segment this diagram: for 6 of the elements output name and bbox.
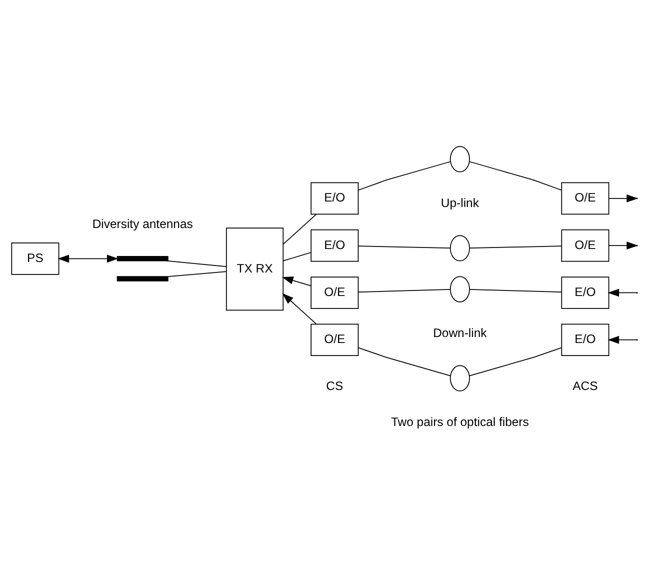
label: Down-link <box>433 326 487 340</box>
label: ACS <box>572 379 598 394</box>
label: Two pairs of optical fibers <box>391 415 529 430</box>
label: CS <box>326 379 344 394</box>
label: Diversity antennas <box>92 216 193 231</box>
label: Up-link <box>440 196 479 210</box>
